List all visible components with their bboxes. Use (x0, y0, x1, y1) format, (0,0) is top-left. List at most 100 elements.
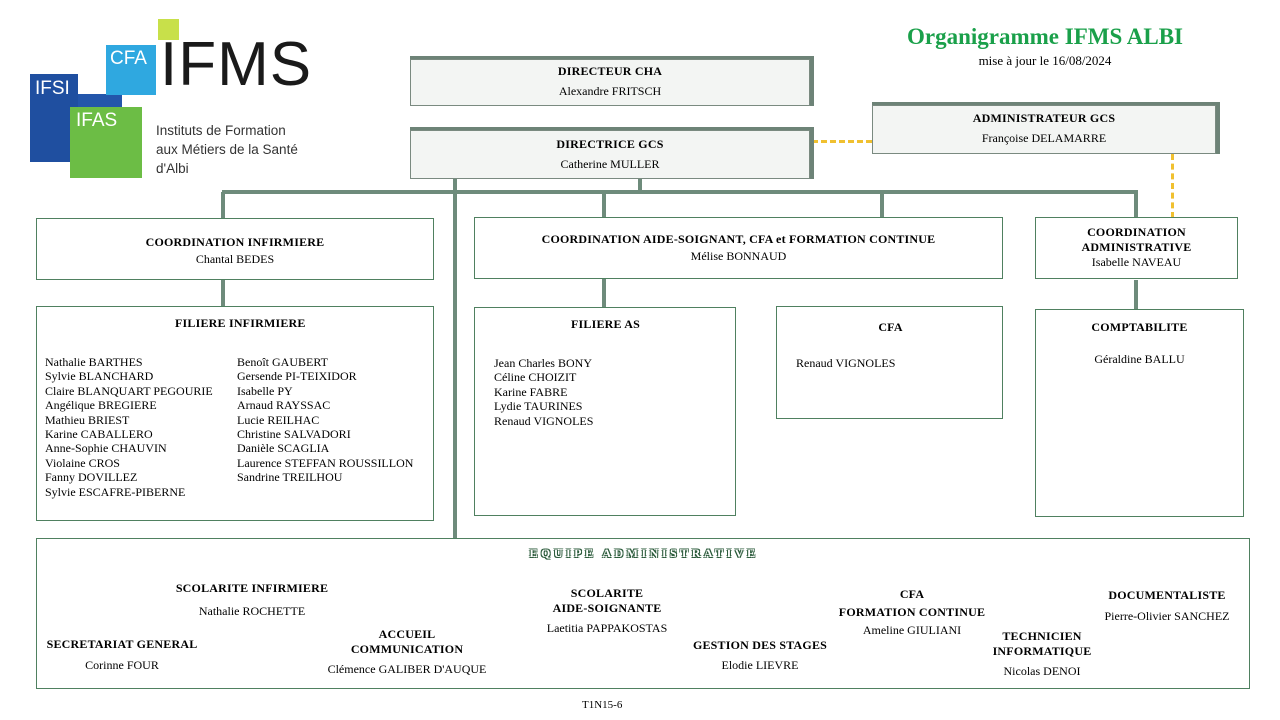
admin-gcs-box: ADMINISTRATEUR GCS Françoise DELAMARRE (872, 105, 1216, 154)
directeur-cha-box: DIRECTEUR CHA Alexandre FRITSCH (410, 59, 810, 106)
accueil-title-2: COMMUNICATION (350, 642, 464, 656)
dashed-link-admin-coord (1171, 154, 1174, 218)
filiere-as-member: Jean Charles BONY (494, 356, 592, 370)
equipe-admin-box: EQUIPE ADMINISTRATIVE SCOLARITE INFIRMIE… (36, 538, 1250, 689)
accueil-title-1: ACCUEIL (378, 627, 436, 641)
scolarite-as-title-1: SCOLARITE (570, 586, 644, 600)
filiere-as-box: FILIERE AS Jean Charles BONY Céline CHOI… (474, 307, 736, 516)
update-date: mise à jour le 16/08/2024 (978, 53, 1112, 68)
filiere-inf-member: Karine CABALLERO (45, 427, 153, 442)
filiere-inf-member: Mathieu BRIEST (45, 412, 130, 427)
filiere-inf-member: Fanny DOVILLEZ (45, 470, 138, 485)
comptabilite-box: COMPTABILITE Géraldine BALLU (1035, 309, 1244, 517)
coord-infirmiere-title: COORDINATION INFIRMIERE (145, 235, 325, 249)
connector-coord-inf (221, 192, 225, 218)
cfa-fc-title-2: FORMATION CONTINUE (838, 605, 986, 619)
filiere-as-member: Céline CHOIZIT (494, 370, 577, 385)
scolarite-as-name: Laetitia PAPPAKOSTAS (546, 621, 668, 635)
logo-accent-square (158, 19, 179, 40)
secretariat-title: SECRETARIAT GENERAL (46, 637, 198, 651)
directeur-cha-name: Alexandre FRITSCH (558, 84, 662, 98)
comptabilite-name: Géraldine BALLU (1094, 352, 1185, 366)
stages-title: GESTION DES STAGES (692, 638, 828, 652)
logo-tagline-1: Instituts de Formation (156, 123, 286, 138)
connector-coord-admin (1134, 192, 1138, 218)
filiere-inf-member: Laurence STEFFAN ROUSSILLON (237, 455, 414, 470)
connector-filiere-inf (221, 280, 225, 306)
scolarite-as-group: SCOLARITE AIDE-SOIGNANTE Laetitia PAPPAK… (522, 586, 692, 636)
filiere-infirmiere-box: FILIERE INFIRMIERE Nathalie BARTHES Sylv… (36, 306, 434, 521)
logo-ifms-text: IFMS (160, 30, 313, 99)
coord-infirmiere-name: Chantal BEDES (195, 252, 275, 266)
filiere-inf-member: Arnaud RAYSSAC (237, 398, 331, 413)
filiere-inf-member: Claire BLANQUART PEGOURIE (45, 383, 213, 398)
filiere-as-member: Lydie TAURINES (494, 399, 583, 414)
directeur-cha-title: DIRECTEUR CHA (557, 64, 663, 78)
filiere-as-member: Renaud VIGNOLES (494, 413, 594, 428)
logo-ifas-square (70, 107, 142, 178)
directrice-gcs-box: DIRECTRICE GCS Catherine MULLER (410, 130, 810, 179)
cfa-fc-name: Ameline GIULIANI (862, 623, 962, 637)
coord-admin-title-2: ADMINISTRATIVE (1081, 240, 1192, 254)
technicien-name: Nicolas DENOI (1003, 664, 1081, 678)
filiere-inf-member: Gersende PI-TEIXIDOR (237, 369, 357, 384)
filiere-inf-member: Danièle SCAGLIA (237, 441, 330, 456)
connector-filiere-as (602, 279, 606, 307)
cfa-box: CFA Renaud VIGNOLES (776, 306, 1003, 419)
stages-name: Elodie LIEVRE (721, 658, 799, 672)
coord-admin-title-1: COORDINATION (1087, 225, 1186, 239)
stages-group: GESTION DES STAGES Elodie LIEVRE (680, 638, 840, 673)
cfa-title: CFA (878, 320, 903, 334)
documentaliste-title: DOCUMENTALISTE (1108, 588, 1226, 602)
filiere-inf-member: Anne-Sophie CHAUVIN (45, 441, 167, 456)
admin-gcs-title: ADMINISTRATEUR GCS (972, 111, 1116, 125)
filiere-inf-member: Benoît GAUBERT (237, 355, 328, 369)
cfa-name: Renaud VIGNOLES (796, 356, 896, 370)
chart-title: Organigramme IFMS ALBI (907, 24, 1183, 49)
logo-cfa-square (106, 45, 156, 95)
filiere-as-member: Karine FABRE (494, 384, 568, 399)
filiere-inf-member: Isabelle PY (237, 383, 293, 398)
accueil-name: Clémence GALIBER D'AUQUE (327, 662, 487, 676)
secretariat-group: SECRETARIAT GENERAL Corinne FOUR (42, 637, 202, 673)
documentaliste-name: Pierre-Olivier SANCHEZ (1104, 609, 1230, 623)
filiere-infirmiere-col2: Benoît GAUBERT Gersende PI-TEIXIDOR Isab… (237, 355, 413, 485)
coord-admin-box: COORDINATION ADMINISTRATIVE Isabelle NAV… (1035, 217, 1238, 279)
filiere-inf-member: Sandrine TREILHOU (237, 470, 343, 485)
directrice-gcs-title: DIRECTRICE GCS (556, 137, 664, 151)
connector-equipe-admin (453, 178, 457, 538)
connector-comptabilite (1134, 280, 1138, 309)
filiere-infirmiere-title: FILIERE INFIRMIERE (175, 316, 306, 330)
cfa-fc-group: CFA FORMATION CONTINUE Ameline GIULIANI (827, 587, 997, 638)
logo-ifsi-text: IFSI (35, 78, 70, 99)
secretariat-name: Corinne FOUR (85, 658, 159, 672)
coord-as-box: COORDINATION AIDE-SOIGNANT, CFA et FORMA… (474, 217, 1003, 279)
filiere-inf-member: Christine SALVADORI (237, 427, 351, 442)
scolarite-infirmiere-name: Nathalie ROCHETTE (198, 604, 306, 618)
filiere-as-title: FILIERE AS (571, 317, 641, 331)
coord-as-name: Mélise BONNAUD (690, 249, 787, 263)
scolarite-as-title-2: AIDE-SOIGNANTE (552, 601, 662, 615)
technicien-group: TECHNICIEN INFORMATIQUE Nicolas DENOI (972, 629, 1112, 679)
technicien-title-2: INFORMATIQUE (992, 644, 1092, 658)
scolarite-infirmiere-title: SCOLARITE INFIRMIERE (175, 581, 329, 595)
filiere-inf-member: Sylvie ESCAFRE-PIBERNE (45, 484, 186, 499)
filiere-as-list: Jean Charles BONY Céline CHOIZIT Karine … (494, 356, 593, 428)
accueil-group: ACCUEIL COMMUNICATION Clémence GALIBER D… (317, 627, 497, 677)
directrice-gcs-name: Catherine MULLER (560, 157, 660, 171)
coord-infirmiere-box: COORDINATION INFIRMIERE Chantal BEDES (36, 218, 434, 280)
equipe-admin-title: EQUIPE ADMINISTRATIVE (529, 546, 759, 560)
scolarite-infirmiere-group: SCOLARITE INFIRMIERE Nathalie ROCHETTE (172, 581, 332, 619)
filiere-inf-member: Nathalie BARTHES (45, 355, 143, 369)
dashed-link-admin-gcs (812, 140, 872, 143)
filiere-inf-member: Angélique BREGIERE (45, 398, 157, 413)
connector-directrice-down (638, 178, 642, 192)
coord-as-title: COORDINATION AIDE-SOIGNANT, CFA et FORMA… (541, 232, 936, 246)
logo-tagline-3: d'Albi (156, 161, 189, 176)
technicien-title-1: TECHNICIEN (1002, 629, 1082, 643)
logo-cfa-text: CFA (110, 48, 147, 69)
filiere-inf-member: Lucie REILHAC (237, 412, 320, 427)
connector-coord-as-right (880, 192, 884, 218)
connector-main-horizontal (222, 190, 1138, 194)
filiere-infirmiere-col1: Nathalie BARTHES Sylvie BLANCHARD Claire… (45, 355, 213, 499)
